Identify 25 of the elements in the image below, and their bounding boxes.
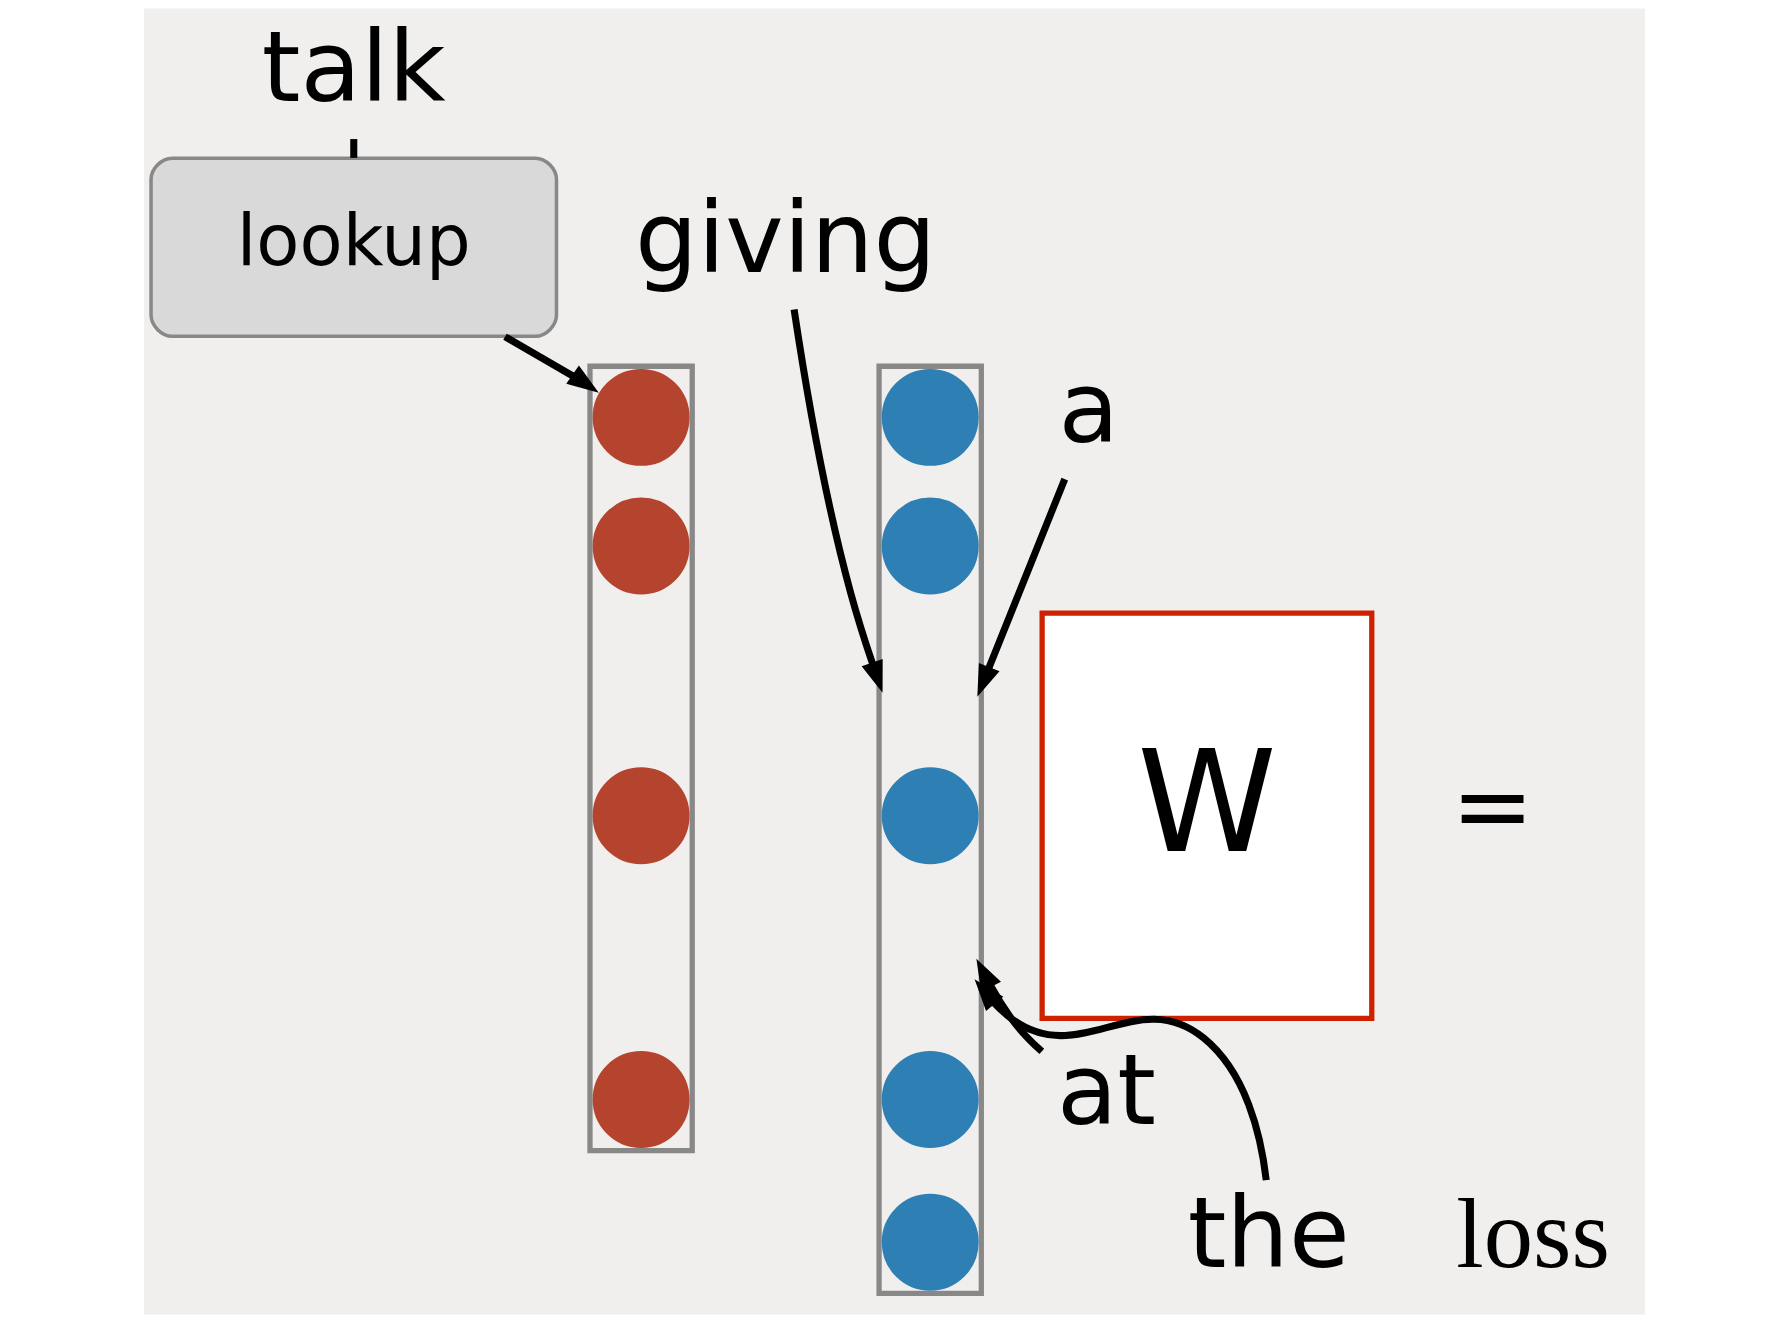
arrow <box>976 477 1068 697</box>
node-text: at <box>1056 1031 1156 1147</box>
label: = <box>1450 748 1534 864</box>
node-box: W <box>1039 610 1374 1022</box>
node-circle <box>881 1051 979 1149</box>
arrow <box>975 958 1044 1054</box>
cluster <box>586 363 695 1154</box>
label: loss <box>1455 1178 1610 1288</box>
node-circle <box>881 368 979 466</box>
node-text: the <box>1187 1174 1350 1290</box>
node-circle <box>881 497 979 595</box>
node-text: talk <box>261 9 446 125</box>
node-circle <box>592 1051 690 1149</box>
arrow <box>502 333 599 393</box>
node-circle <box>881 767 979 865</box>
node-text: giving <box>634 179 936 295</box>
node-circle <box>592 368 690 466</box>
arrow <box>790 308 883 693</box>
node-box: lookup <box>148 156 558 339</box>
node-circle <box>881 1193 979 1291</box>
cluster <box>875 363 984 1297</box>
node-text: a <box>1058 349 1119 465</box>
node-circle <box>592 497 690 595</box>
arrow <box>974 979 1270 1181</box>
node-circle <box>592 767 690 865</box>
